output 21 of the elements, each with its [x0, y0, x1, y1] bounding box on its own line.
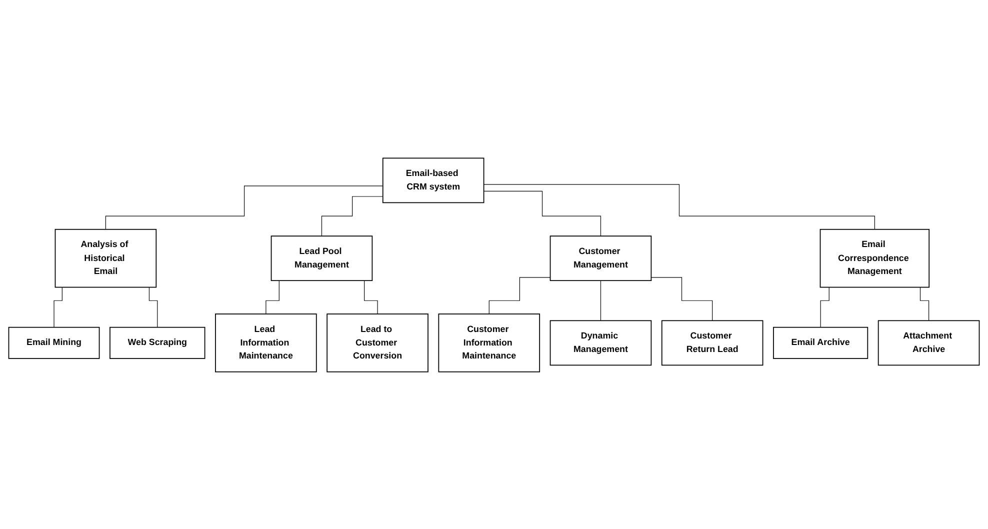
node-box: Attachment Archive: [878, 320, 980, 366]
node-box: Email-based CRM system: [382, 157, 484, 203]
node-box: Customer Information Maintenance: [438, 313, 540, 372]
node-box: Customer Return Lead: [661, 320, 764, 366]
connector: [321, 196, 384, 236]
node-box: Email Archive: [773, 326, 868, 358]
connector: [488, 276, 551, 314]
node-box: Lead to Customer Conversion: [326, 313, 428, 372]
node-box: Dynamic Management: [550, 320, 652, 366]
connector: [484, 190, 602, 236]
connector: [600, 280, 602, 320]
connector: [650, 276, 713, 320]
connector: [105, 185, 384, 230]
connector: [484, 184, 875, 230]
node-box: Email Mining: [8, 326, 100, 358]
node-box: Web Scraping: [110, 326, 206, 358]
node-box: Customer Management: [550, 235, 652, 281]
node-box: Email Correspondence Management: [820, 228, 930, 288]
node-box: Lead Information Maintenance: [215, 313, 317, 372]
node-box: Analysis of Historical Email: [54, 228, 157, 288]
node-box: Lead Pool Management: [270, 235, 373, 281]
